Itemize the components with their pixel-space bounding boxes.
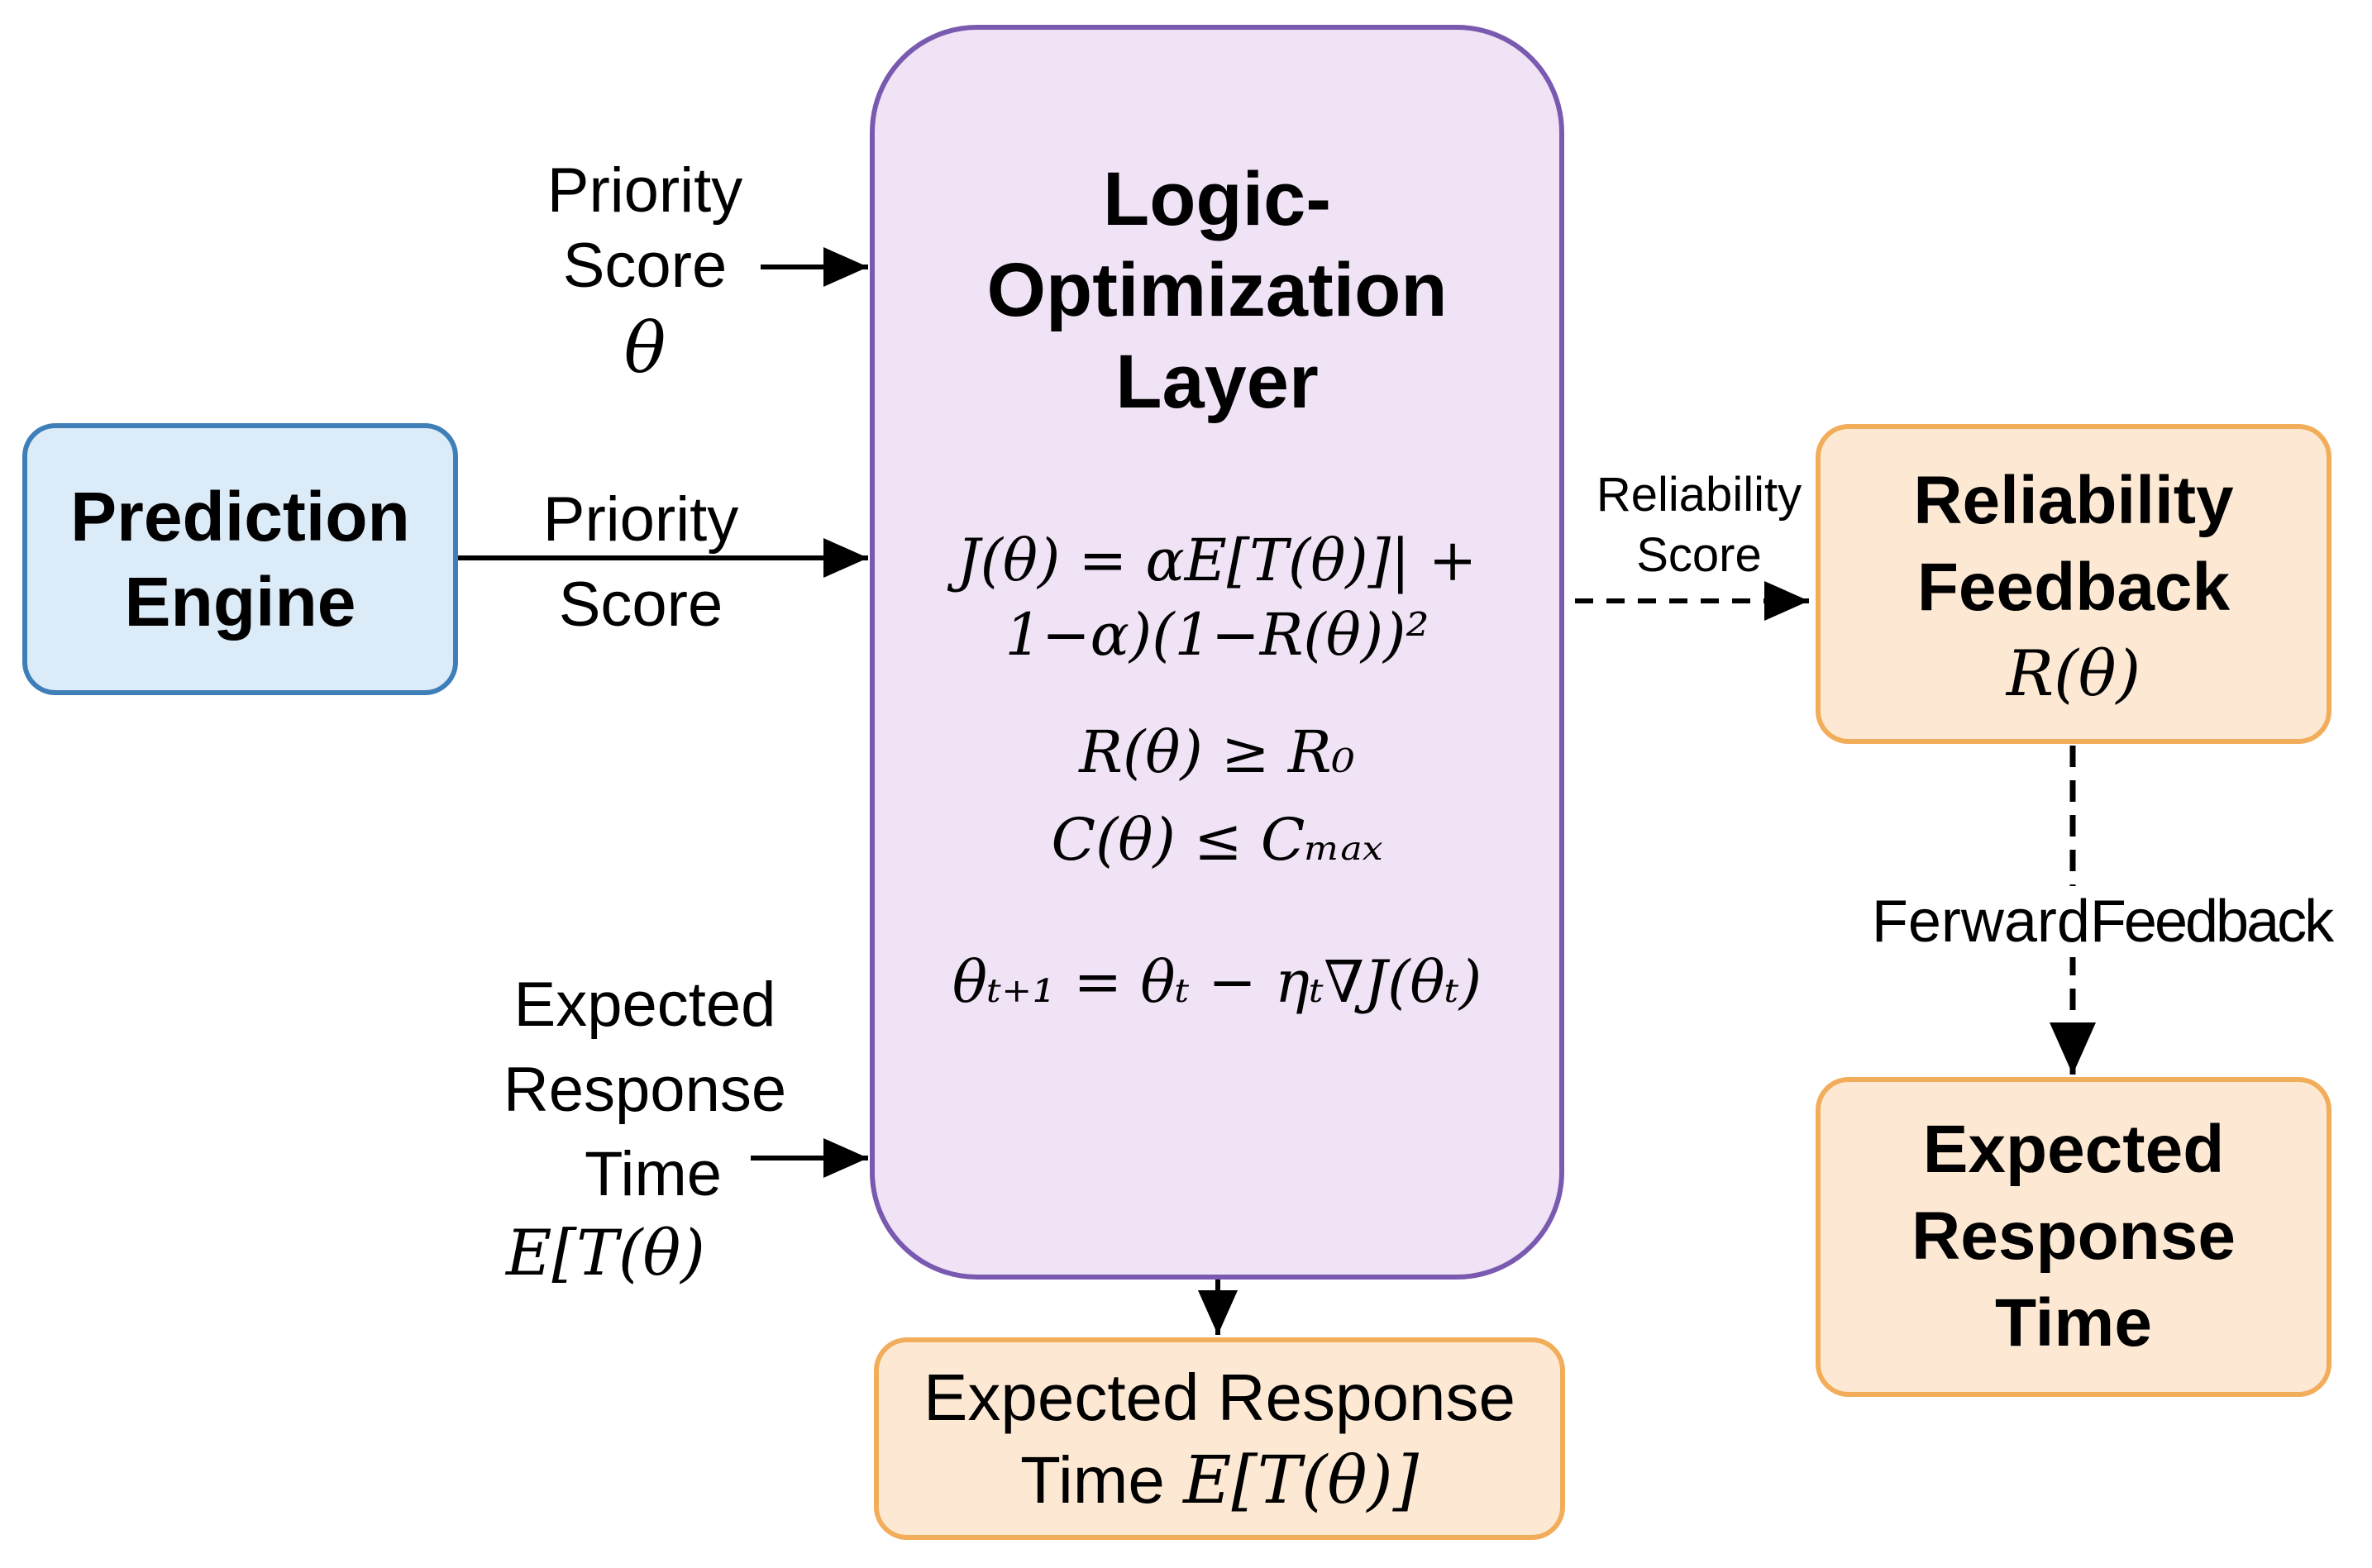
priority-score-theta-line1: Priority bbox=[546, 155, 743, 226]
objective-line-1: J(θ) = αE[T(θ)]| + bbox=[957, 527, 1477, 595]
reliability-score-edge-label: Reliability Score bbox=[1575, 465, 1823, 585]
output-line2: Time E[T(θ)] bbox=[1020, 1439, 1419, 1522]
objective-line-2: 1−α)(1−R(θ))² bbox=[1005, 601, 1429, 670]
feedback-label-left: Ferward bbox=[1871, 889, 2090, 955]
update-rule: θₜ₊₁ = θₜ − ηₜ∇J(θₜ) bbox=[952, 948, 1482, 1017]
prediction-engine-title: Prediction Engine bbox=[70, 478, 410, 641]
constraint-reliability: R(θ) ≥ R₀ bbox=[1079, 718, 1355, 787]
expected-node-line3: Time bbox=[1995, 1284, 2152, 1361]
reliability-edge-line2: Score bbox=[1636, 527, 1762, 582]
theta-symbol: θ bbox=[623, 307, 666, 389]
expected-response-line3: Time bbox=[584, 1139, 723, 1210]
output-line2-math: E[T(θ)] bbox=[1183, 1441, 1419, 1518]
expected-response-line2: Response bbox=[503, 1054, 787, 1125]
logic-optimization-node: Logic-Optimization Layer J(θ) = αE[T(θ)]… bbox=[870, 25, 1564, 1280]
logic-layer-title: Logic-Optimization Layer bbox=[986, 157, 1448, 424]
expected-response-line1: Expected bbox=[513, 970, 776, 1040]
forward-feedback-label: FerwardFeedback bbox=[1837, 886, 2366, 958]
expected-response-input-label: Expected Response Time bbox=[463, 963, 827, 1218]
prediction-engine-node: Prediction Engine bbox=[22, 423, 458, 695]
expected-node-line2: Response bbox=[1911, 1199, 2236, 1275]
reliability-title-line2: Feedback bbox=[1916, 550, 2231, 625]
feedback-label-right: Feedback bbox=[2089, 889, 2334, 955]
expected-response-output-node: Expected Response Time E[T(θ)] bbox=[874, 1337, 1565, 1540]
output-line1: Expected Response bbox=[923, 1360, 1515, 1434]
expected-response-time-node: Expected Response Time bbox=[1816, 1077, 2331, 1397]
constraint-cost: C(θ) ≤ Cₘₐₓ bbox=[1051, 806, 1383, 875]
reliability-symbol: R(θ) bbox=[2006, 636, 2141, 710]
priority-score-line1: Priority bbox=[542, 484, 739, 555]
output-line2-text: Time bbox=[1020, 1442, 1165, 1517]
priority-score-label: Priority Score bbox=[496, 478, 785, 647]
reliability-edge-line1: Reliability bbox=[1596, 468, 1802, 522]
expected-node-line1: Expected bbox=[1922, 1112, 2225, 1188]
reliability-title-line1: Reliability bbox=[1913, 463, 2234, 539]
priority-score-theta-label: Priority Score θ bbox=[504, 153, 785, 390]
priority-score-theta-line2: Score bbox=[562, 231, 728, 302]
reliability-feedback-node: Reliability Feedback R(θ) bbox=[1816, 424, 2331, 744]
expected-response-symbol: E[T(θ) bbox=[506, 1216, 705, 1289]
priority-score-line2: Score bbox=[558, 569, 723, 640]
